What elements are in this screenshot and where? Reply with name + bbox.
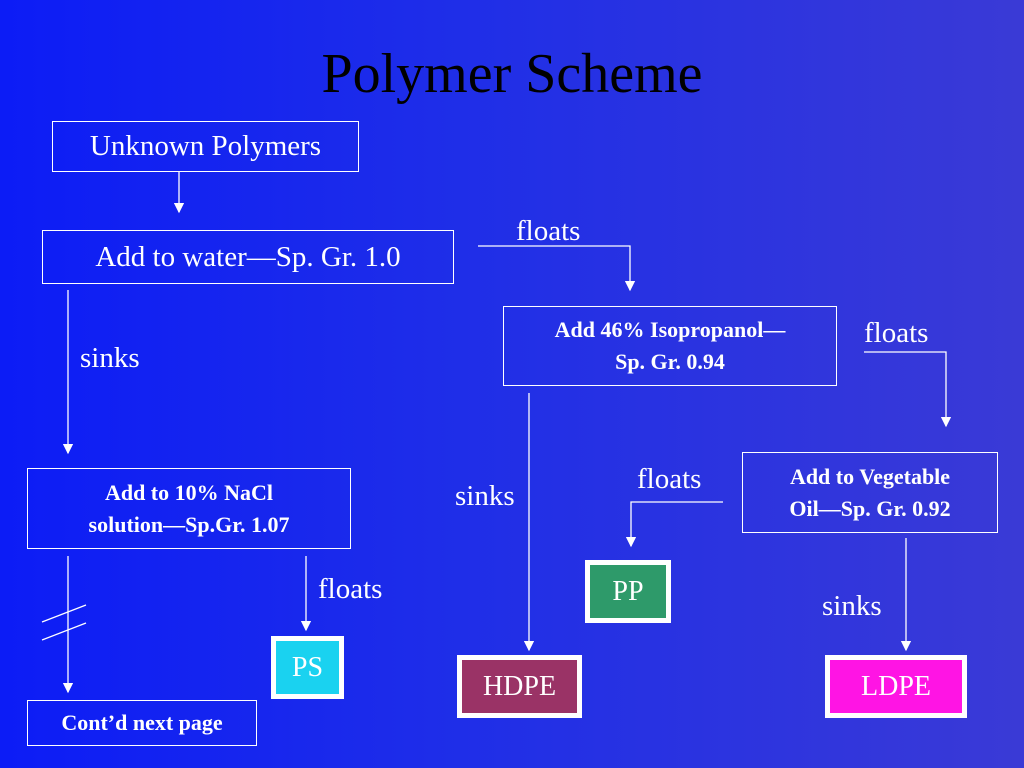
result-ldpe-label: LDPE	[861, 670, 931, 702]
oil-line-1: Add to Vegetable	[789, 463, 951, 489]
iso-sinks-label: sinks	[455, 480, 515, 512]
continued-label: Cont’d next page	[61, 710, 223, 736]
result-hdpe-label: HDPE	[482, 670, 557, 702]
isopropanol-line-1: Add 46% Isopropanol—	[554, 317, 786, 343]
page-title: Polymer Scheme	[321, 43, 703, 105]
isopropanol-step-box: Add 46% Isopropanol— Sp. Gr. 0.94	[503, 306, 837, 386]
result-pp: PP	[585, 560, 671, 623]
isopropanol-line-2: Sp. Gr. 0.94	[615, 349, 725, 374]
oil-sinks-label: sinks	[822, 590, 882, 622]
water-floats-label: floats	[516, 215, 581, 247]
nacl-line-2: solution—Sp.Gr. 1.07	[88, 511, 290, 537]
arrow-iso-floats	[864, 351, 952, 428]
nacl-floats-label: floats	[318, 573, 383, 605]
arrow-water-floats	[478, 245, 636, 292]
water-step-label: Add to water—Sp. Gr. 1.0	[95, 240, 401, 273]
nacl-step-box: Add to 10% NaCl solution—Sp.Gr. 1.07	[27, 468, 351, 549]
oil-step-box: Add to Vegetable Oil—Sp. Gr. 0.92	[742, 452, 998, 533]
continued-box: Cont’d next page	[27, 700, 257, 746]
result-ps: PS	[271, 636, 344, 699]
result-ldpe: LDPE	[825, 655, 967, 718]
arrow-oil-floats	[625, 501, 723, 548]
oil-line-2: Oil—Sp. Gr. 0.92	[789, 495, 951, 521]
break-mark-2	[41, 622, 87, 641]
nacl-line-1: Add to 10% NaCl	[104, 479, 274, 505]
result-hdpe: HDPE	[457, 655, 582, 718]
iso-floats-label: floats	[864, 317, 929, 349]
result-pp-label: PP	[612, 575, 644, 607]
oil-floats-label: floats	[637, 463, 702, 495]
result-ps-label: PS	[291, 651, 324, 683]
break-mark-1	[41, 604, 87, 623]
unknown-polymers-box: Unknown Polymers	[52, 121, 359, 172]
water-sinks-label: sinks	[80, 342, 140, 374]
water-step-box: Add to water—Sp. Gr. 1.0	[42, 230, 454, 284]
unknown-polymers-label: Unknown Polymers	[89, 130, 322, 162]
